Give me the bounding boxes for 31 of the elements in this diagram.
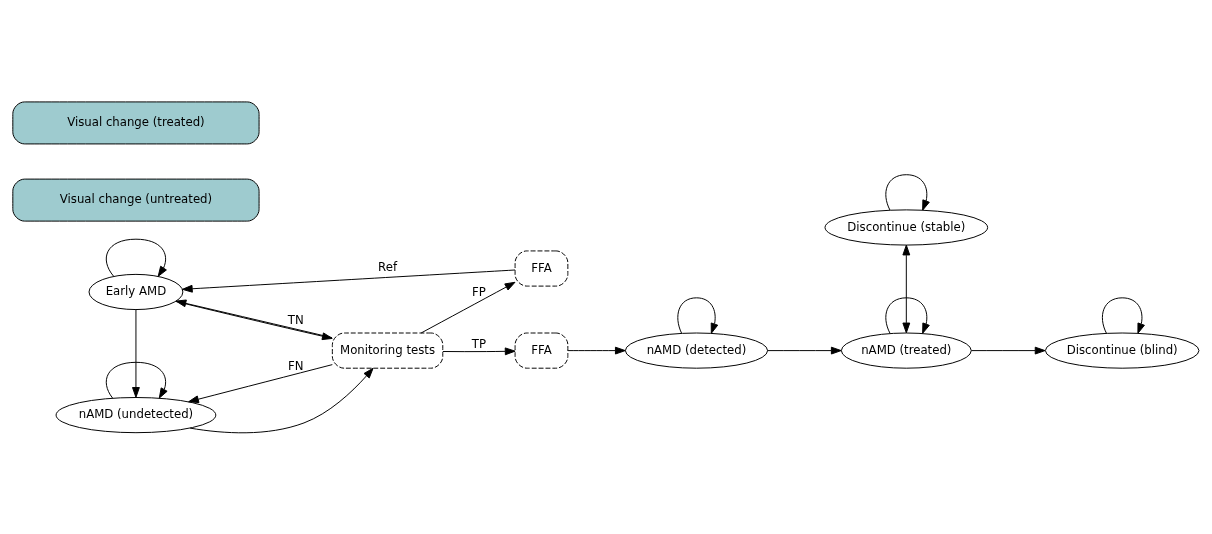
node-box: FFA (514, 332, 569, 369)
arrow (132, 308, 140, 398)
arrow (902, 244, 911, 333)
node-ellipse: Discontinue (stable) (824, 208, 989, 246)
arrow (442, 346, 516, 355)
edge-label: TN (287, 312, 304, 327)
node-ellipse: Discontinue (blind) (1044, 332, 1200, 369)
node-box: FFA (514, 249, 569, 287)
arrow (567, 346, 626, 354)
node-box: Visual change (untreated) (12, 178, 260, 222)
edge-label: TP (471, 336, 487, 351)
arrow (767, 346, 842, 354)
arrow (189, 367, 374, 433)
edge-label: FP (472, 284, 486, 299)
arrow (971, 346, 1046, 354)
node-ellipse: Early AMD (88, 273, 184, 310)
node-box: Monitoring tests (331, 332, 444, 369)
edge-label: FN (287, 358, 304, 373)
arrow (188, 363, 333, 403)
node-box: Visual change (treated) (12, 100, 260, 144)
arrow (1101, 296, 1145, 334)
node-ellipse: nAMD (treated) (840, 332, 972, 369)
arrow (885, 173, 930, 211)
arrow (677, 296, 719, 334)
edge-label: Ref (378, 259, 398, 274)
arrow (885, 296, 930, 334)
node-ellipse: nAMD (detected) (624, 332, 769, 369)
arrow (420, 281, 516, 333)
arrow (105, 361, 168, 399)
arrow (181, 269, 516, 293)
arrow (105, 238, 167, 277)
